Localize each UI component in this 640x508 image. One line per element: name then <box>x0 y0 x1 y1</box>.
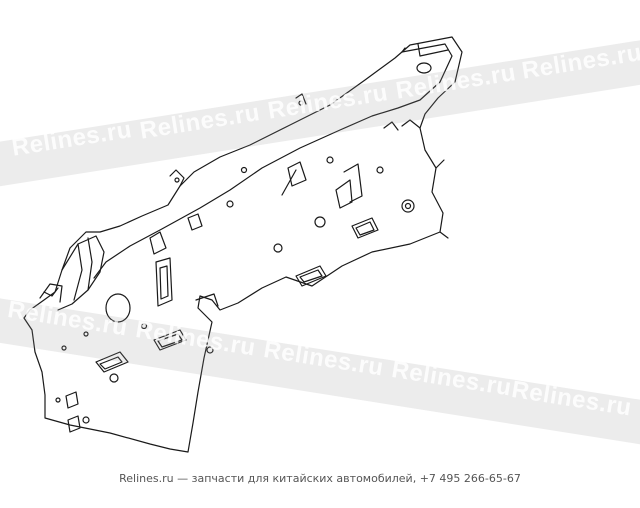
footer-caption: Relines.ru — запчасти для китайских авто… <box>119 472 521 485</box>
panel-outline <box>23 36 463 453</box>
